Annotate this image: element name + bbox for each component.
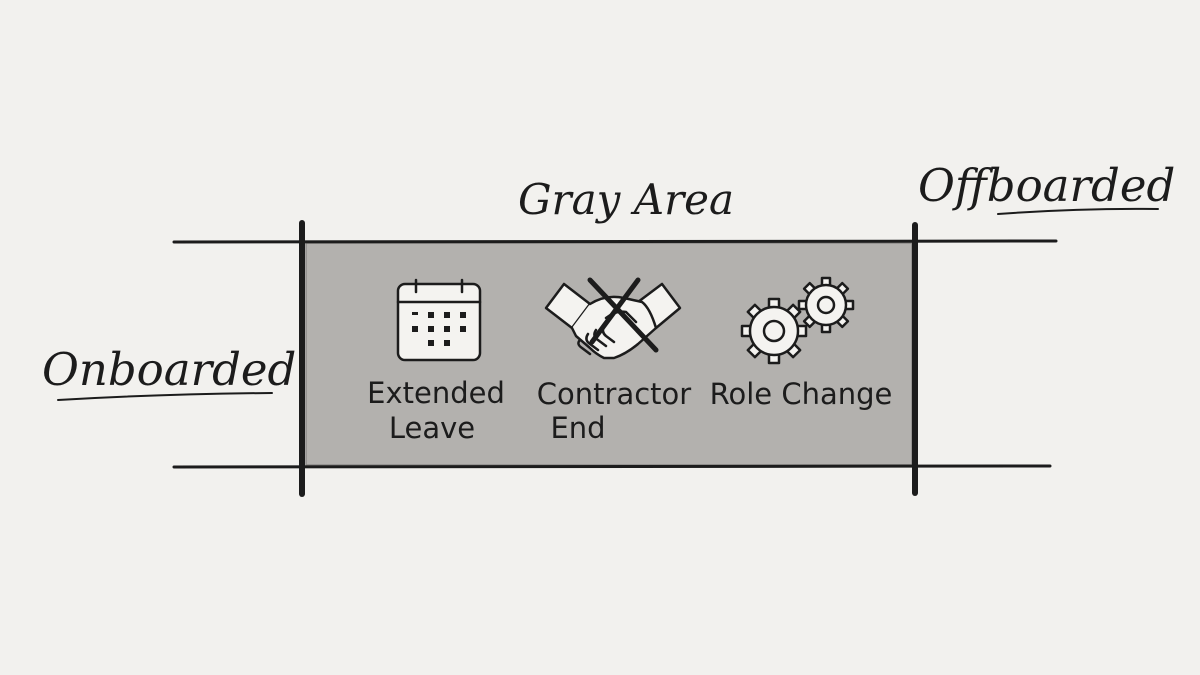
gray-area-label: Gray Area xyxy=(518,175,734,224)
calendar-icon xyxy=(396,278,482,362)
item-label-extended-leave-line1: Extended xyxy=(367,376,505,410)
onboarded-underline xyxy=(57,392,273,401)
item-label-contractor-end-line1: Contractor xyxy=(537,377,691,411)
timeline-lines xyxy=(172,239,1058,469)
crossed-handshake-icon xyxy=(544,277,682,360)
item-label-contractor-end-line2: End xyxy=(550,411,605,445)
gears-icon xyxy=(740,276,855,365)
item-label-extended-leave-line2: Leave xyxy=(389,411,475,445)
item-label-role-change: Role Change xyxy=(710,377,893,411)
onboarded-label: Onboarded xyxy=(42,343,296,396)
offboarded-label: Offboarded xyxy=(918,159,1175,212)
offboarded-underline xyxy=(997,207,1159,215)
boundary-lines xyxy=(299,220,918,497)
